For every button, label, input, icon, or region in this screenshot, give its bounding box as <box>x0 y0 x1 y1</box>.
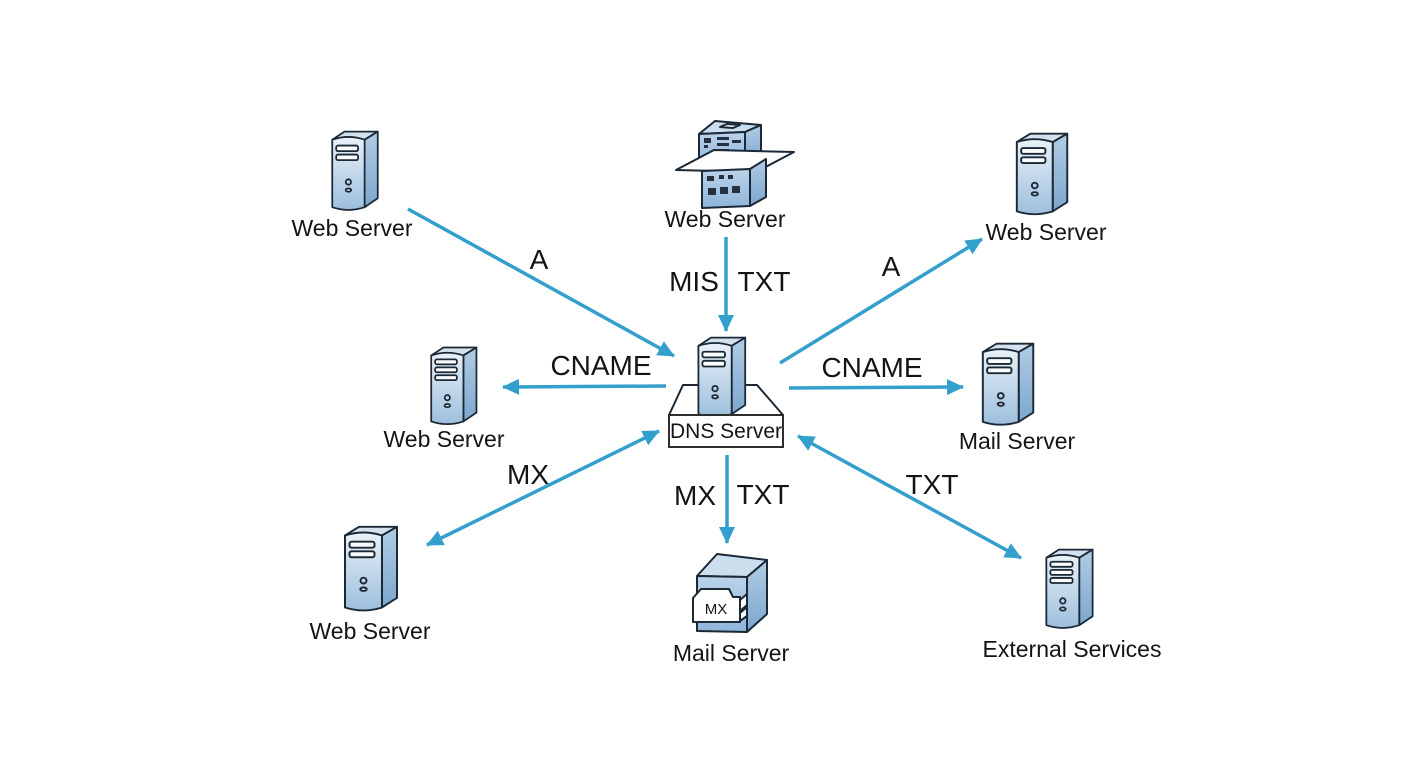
edge-label-txt: TXT <box>738 266 791 297</box>
edge-label-cname: CNAME <box>550 350 651 381</box>
edge-a-top-left-to-dns: A <box>407 207 675 358</box>
node-web-server-bottom-left: Web Server <box>309 525 431 644</box>
tower-server-icon <box>1045 548 1094 629</box>
node-label: Mail Server <box>673 640 790 666</box>
node-web-server-top-center: Web Server <box>664 120 795 232</box>
plaque-front <box>668 414 784 448</box>
edge-label-mx: MX <box>674 480 716 511</box>
edge-mx-bottom-left-to-dns: MX <box>426 429 660 547</box>
edge-label-mis: MIS <box>669 266 719 297</box>
mail-box-server-icon: MX <box>692 553 768 633</box>
node-web-server-top-left: Web Server <box>291 130 413 241</box>
tower-server-icon <box>430 346 478 425</box>
node-dns-server: DNS Server <box>668 336 784 448</box>
node-label: Web Server <box>383 426 504 452</box>
node-external-services: External Services <box>983 548 1162 662</box>
tower-server-icon <box>344 525 398 612</box>
tower-server-icon <box>697 336 747 418</box>
node-mail-server-bottom-center: MX Mail Server <box>673 553 790 666</box>
node-label: Web Server <box>664 206 785 232</box>
edge-label-a: A <box>530 244 549 275</box>
tower-server-icon <box>981 342 1035 426</box>
edge-cname-dns-to-middle-right: CNAME <box>788 352 964 396</box>
node-label: Web Server <box>985 219 1106 245</box>
edge-a-dns-to-top-right: A <box>779 237 983 365</box>
node-label: DNS Server <box>670 420 782 443</box>
tower-server-icon <box>1015 132 1069 216</box>
tower-server-icon <box>331 130 379 211</box>
node-web-server-middle-left: Web Server <box>383 346 505 452</box>
node-label: Mail Server <box>959 428 1076 454</box>
edge-mis-txt-top-center-to-dns: MIS TXT <box>669 237 791 332</box>
edge-cname-dns-to-middle-left: CNAME <box>502 350 667 395</box>
edge-label-txt: TXT <box>737 479 790 510</box>
node-label: External Services <box>983 636 1162 662</box>
mx-record-badge: MX <box>705 601 728 618</box>
edge-label-a: A <box>882 251 901 282</box>
node-label: Web Server <box>309 618 430 644</box>
stacked-box-server-icon <box>675 120 795 209</box>
edge-label-mx: MX <box>507 459 549 490</box>
node-web-server-top-right: Web Server <box>985 132 1107 245</box>
node-mail-server-middle-right: Mail Server <box>959 342 1076 454</box>
edge-mx-txt-dns-to-mail-server: MX TXT <box>674 455 790 544</box>
edge-label-cname: CNAME <box>821 352 922 383</box>
edge-label-txt: TXT <box>906 469 959 500</box>
node-label: Web Server <box>291 215 412 241</box>
edge-txt-external-to-dns: TXT <box>797 434 1022 560</box>
